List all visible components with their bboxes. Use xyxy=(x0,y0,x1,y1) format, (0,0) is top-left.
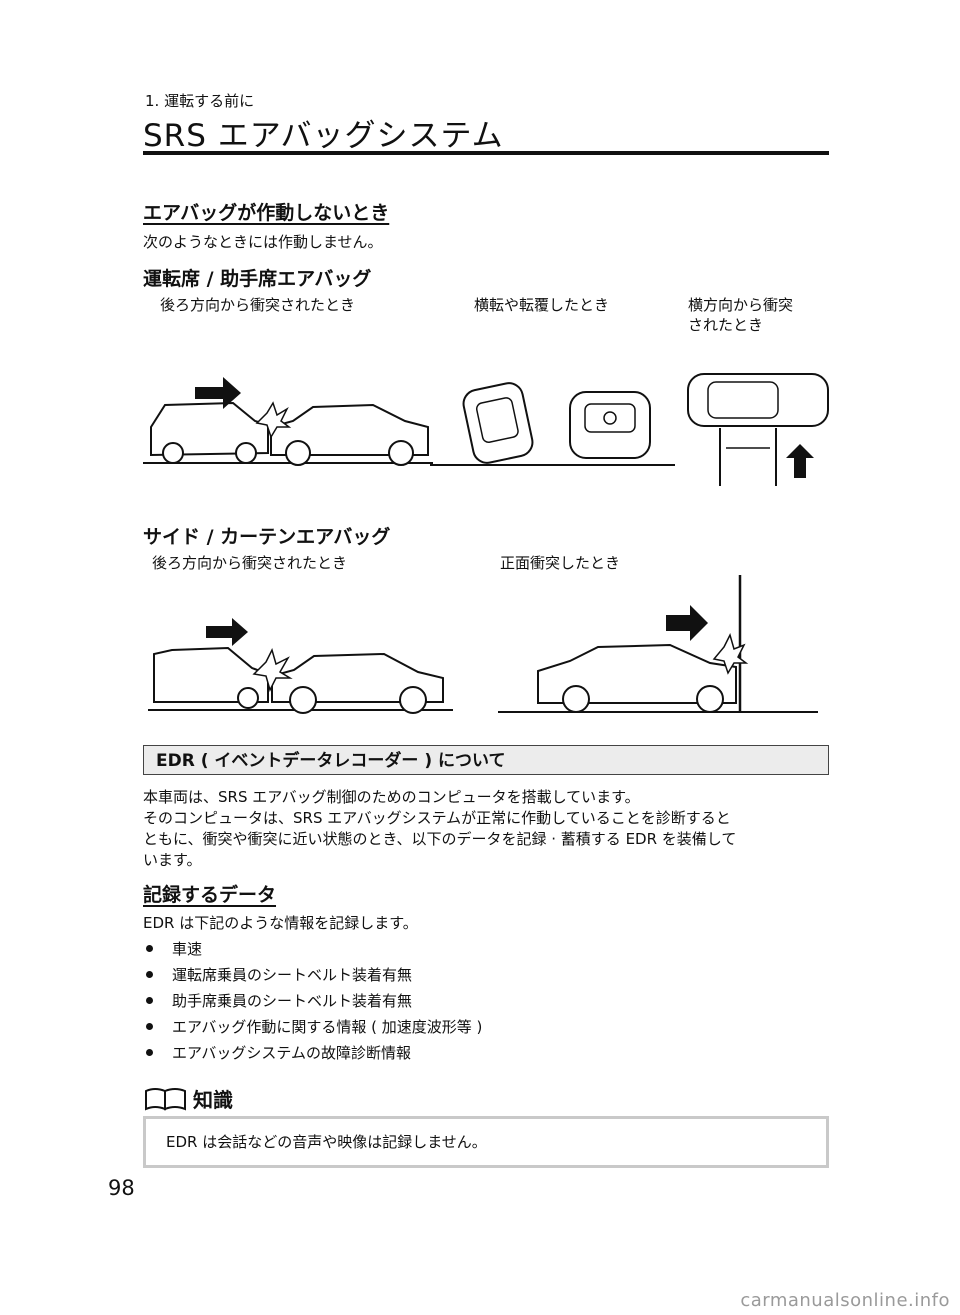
arrow-right-icon xyxy=(206,618,248,646)
watermark: carmanualsonline.info xyxy=(740,1290,950,1311)
edr-line-1: 本車両は、SRS エアバッグ制御のためのコンピュータを搭載しています。 xyxy=(143,788,640,806)
driver-airbag-heading: 運転席 / 助手席エアバッグ xyxy=(143,268,372,290)
list-item: エアバッグシステムの故障診断情報 xyxy=(143,1040,482,1066)
list-item: 助手席乗員のシートベルト装着有無 xyxy=(143,988,482,1014)
caption-rear-impact-2: 後ろ方向から衝突されたとき xyxy=(152,554,348,572)
list-item: 運転席乗員のシートベルト装着有無 xyxy=(143,962,482,988)
section-intro: 次のようなときには作動しません。 xyxy=(143,233,383,251)
edr-line-3: ともに、衝突や衝突に近い状態のとき、以下のデータを記録 · 蓄積する EDR を… xyxy=(143,830,737,848)
edr-section-heading: EDR ( イベントデータレコーダー ) について xyxy=(143,745,829,775)
record-heading: 記録するデータ xyxy=(143,884,277,906)
illustration-rear-impact-1 xyxy=(143,375,433,470)
caption-rollover: 横転や転覆したとき xyxy=(474,296,610,314)
record-list: 車速 運転席乗員のシートベルト装着有無 助手席乗員のシートベルト装着有無 エアバ… xyxy=(143,936,482,1066)
edr-line-2: そのコンピュータは、SRS エアバッグシステムが正常に作動していることを診断する… xyxy=(143,809,731,827)
chapter-label: 1. 運転する前に xyxy=(145,92,255,110)
arrow-right-icon xyxy=(195,377,241,409)
book-icon xyxy=(143,1087,189,1111)
knowledge-header: 知識 xyxy=(143,1084,233,1113)
caption-frontal-impact: 正面衝突したとき xyxy=(500,554,621,572)
illustration-rear-impact-2 xyxy=(148,618,458,716)
caption-side-impact-line2: されたとき xyxy=(688,316,764,334)
page-title: SRS エアバッグシステム xyxy=(143,118,504,154)
side-airbag-heading: サイド / カーテンエアバッグ xyxy=(143,526,391,548)
section-heading-not-deploy: エアバッグが作動しないとき xyxy=(143,202,390,224)
caption-rear-impact-1: 後ろ方向から衝突されたとき xyxy=(160,296,356,314)
arrow-right-icon xyxy=(666,605,708,641)
list-item: 車速 xyxy=(143,936,482,962)
illustration-rollover xyxy=(430,378,675,470)
caption-side-impact-line1: 横方向から衝突 xyxy=(688,296,794,314)
arrow-up-icon xyxy=(786,444,814,478)
knowledge-heading: 知識 xyxy=(193,1088,233,1112)
illustration-frontal-impact xyxy=(498,575,820,715)
record-intro: EDR は下記のような情報を記録します。 xyxy=(143,914,418,932)
list-item: エアバッグ作動に関する情報 ( 加速度波形等 ) xyxy=(143,1014,482,1040)
illustration-side-impact xyxy=(680,368,830,488)
edr-line-4: います。 xyxy=(143,851,202,869)
page-number: 98 xyxy=(108,1176,135,1200)
title-rule xyxy=(143,151,829,155)
knowledge-box: EDR は会話などの音声や映像は記録しません。 xyxy=(143,1116,829,1168)
